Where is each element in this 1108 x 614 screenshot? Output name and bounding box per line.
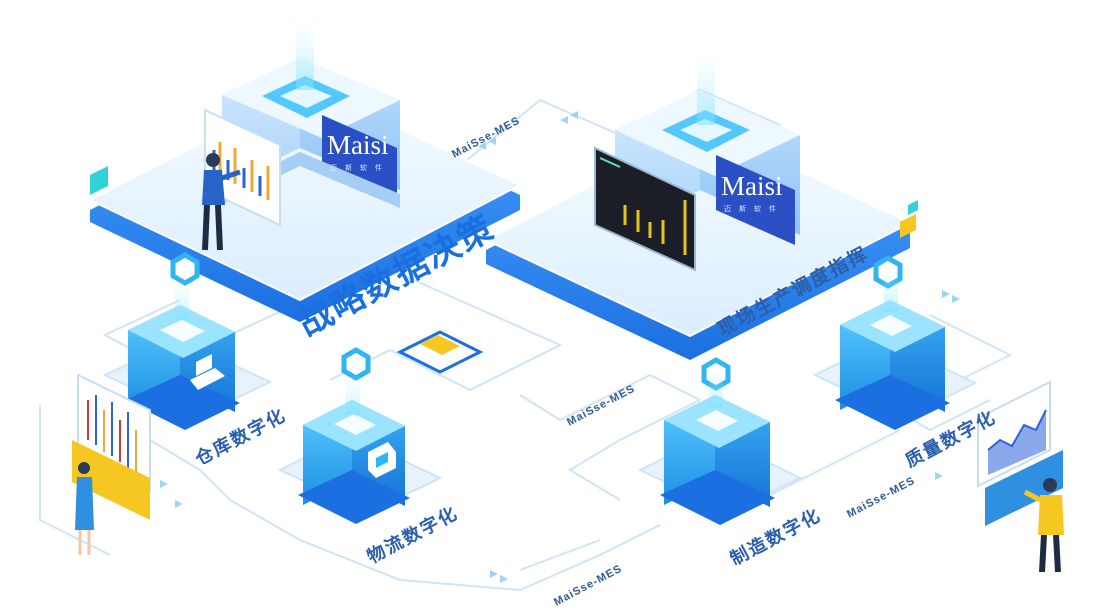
logistics-truck-icon bbox=[368, 442, 396, 478]
brand-logo-main: Maisi bbox=[327, 130, 389, 160]
brand-panel-site bbox=[716, 155, 795, 245]
warehouse-module bbox=[102, 280, 273, 430]
brand-subtext-site: 迈 斯 软 件 bbox=[724, 206, 779, 213]
brand-logo-site: Maisi bbox=[721, 171, 783, 201]
left-line-chart-board bbox=[72, 373, 151, 520]
brand-subtext-main: 迈 斯 软 件 bbox=[330, 165, 385, 172]
dark-dashboard-screen bbox=[594, 146, 696, 272]
line-chart-board bbox=[977, 380, 1063, 526]
flow-arrows bbox=[160, 111, 960, 583]
site-dispatch-platform bbox=[483, 55, 918, 360]
quality-module bbox=[812, 272, 978, 430]
strategic-decision-platform bbox=[87, 20, 523, 322]
manufacturing-module bbox=[637, 368, 803, 525]
person-presenting bbox=[202, 153, 241, 251]
brand-panel-main bbox=[322, 115, 397, 205]
person-standing-left bbox=[75, 462, 94, 555]
center-yellow-node bbox=[396, 330, 484, 374]
person-pointing-right bbox=[1023, 478, 1064, 573]
warehouse-hand-box-icon bbox=[190, 354, 225, 390]
logistics-module bbox=[277, 375, 443, 524]
